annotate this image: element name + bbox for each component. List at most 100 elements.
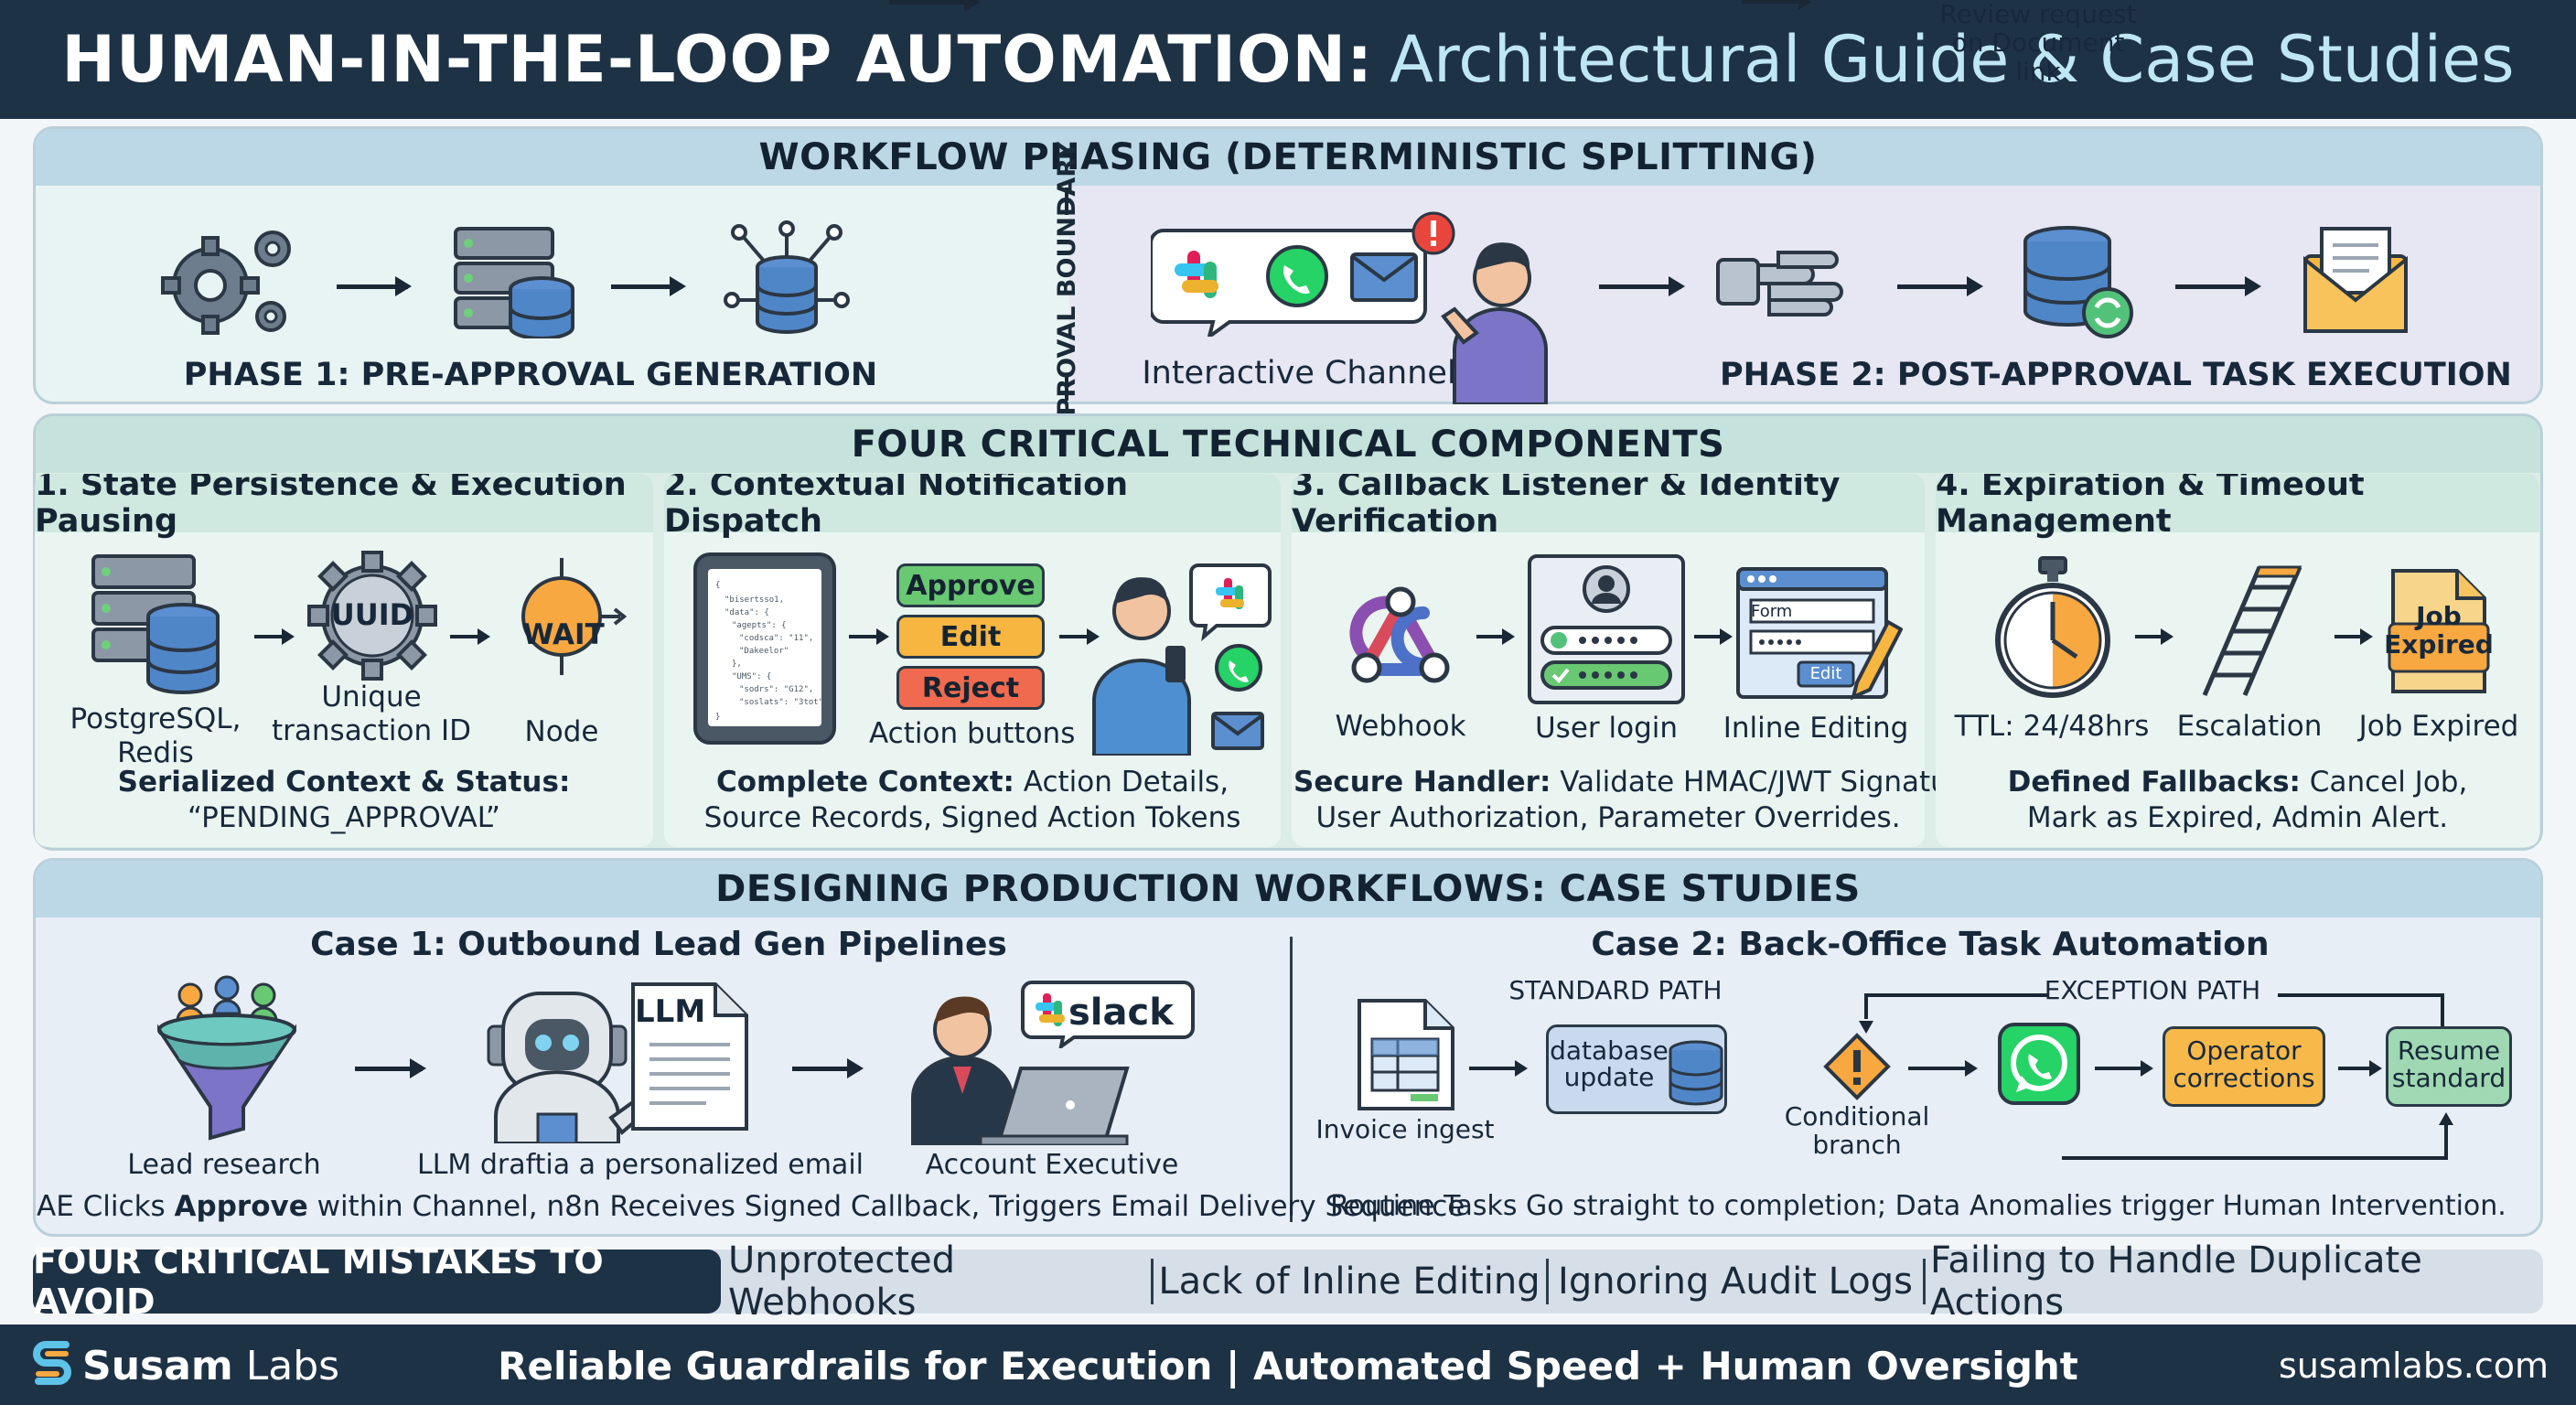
case-divider [1290,937,1293,1222]
phase2-arrow-2 [1897,276,1983,296]
operator-corrections-box [2163,1026,2325,1107]
svg-text:"agepts": {: "agepts": { [732,621,787,630]
cases-panel: DESIGNING PRODUCTION WORKFLOWS: CASE STU… [33,858,2543,1237]
invoice-icon [1358,999,1454,1110]
svg-text:"Dakeelor": "Dakeelor" [739,647,789,656]
case1-title: Case 1: Outbound Lead Gen Pipelines [310,926,1007,963]
component-4-title: 4. Expiration & Timeout Management [1936,474,2539,540]
user-notifications-icon [1092,563,1272,756]
ladder-escalation-icon [2202,565,2302,696]
server-database-icon [91,554,220,694]
c4-arrow-2 [2334,628,2373,645]
svg-text:"codsca": "11",: "codsca": "11", [739,634,813,643]
svg-text:}: } [715,713,720,722]
action-buttons-label: Action buttons [869,717,1076,750]
footer-brand: Susam Labs [82,1342,340,1389]
cases-title: DESIGNING PRODUCTION WORKFLOWS: CASE STU… [36,861,2540,917]
reject-button[interactable]: Reject [896,666,1045,710]
inline-editing-label: Inline Editing [1723,712,1909,745]
account-executive-label: Account Executive [925,1149,1179,1181]
webhook-label: Webhook [1335,710,1466,743]
robot-hand-icon [1716,251,1843,316]
mistakes-title: FOUR CRITICAL MISTAKES TO AVOID [33,1241,721,1322]
approve-button[interactable]: Approve [896,563,1045,607]
slack-bubble-icon [1021,981,1195,1048]
gears-icon [161,231,291,335]
webhook-icon [1349,586,1450,683]
c2-arrow-2 [1059,628,1100,645]
case1-arrow-1 [355,1058,426,1078]
uuid-badge: UUID [330,597,414,632]
edit-button[interactable]: Edit [896,615,1045,659]
wait-node-icon [521,558,628,675]
resume-standard-box [2386,1026,2512,1107]
robot-llm-icon [487,982,748,1143]
database-icon [1669,1040,1723,1106]
svg-text:{: { [715,581,720,590]
c4-arrow-1 [2135,628,2174,645]
phase2-label: PHASE 2: POST-APPROVAL TASK EXECUTION [1720,357,2512,393]
svg-text:},: }, [732,660,742,669]
phase1-arrow-2 [611,276,686,296]
database-network-icon [724,220,850,334]
edit-field-label: Edit [1809,664,1842,683]
case2-arrow-1 [1469,1060,1528,1077]
footer-url[interactable]: susamlabs.com [2279,1346,2549,1386]
header-bar: HUMAN-IN-THE-LOOP AUTOMATION: Architectu… [0,0,2576,119]
c3-arrow-2 [1694,628,1733,645]
phase2-arrow-1 [1599,276,1685,296]
footer-tagline: Reliable Guardrails for Execution | Auto… [498,1343,2078,1389]
phase1-arrow-1 [337,276,412,296]
title-light: Architectural Guide & Case Studies [1390,22,2515,97]
user-phone-icon [1441,242,1548,404]
llm-doc-label: LLM [635,993,706,1030]
component-3-caption: Secure Handler: Validate HMAC/JWT Signat… [1293,766,1986,834]
c1-arrow-1 [254,628,295,645]
uuid-label: Unique transaction ID [272,681,471,747]
components-title: FOUR CRITICAL TECHNICAL COMPONENTS [36,416,2540,473]
susam-logo-icon [33,1341,71,1385]
approval-boundary-label: APPROVAL BOUNDARY [1052,141,1081,454]
case1-caption: AE Clicks Approve within Channel, n8n Re… [37,1190,1465,1223]
svg-text:"bisertsso1,: "bisertsso1, [724,595,784,605]
case2-caption: Routine Tasks Go straight to completion;… [1330,1190,2506,1222]
case2-arrow-2 [1742,0,1811,10]
boundary-line-top [1065,188,1068,215]
mistake-separator [1151,1259,1154,1304]
tablet-code-icon: { "bisertsso1, "data": { "agepts": { "codsc… [693,552,836,745]
case2-title: Case 2: Back-Office Task Automation [1591,926,2270,963]
case2-arrow-4 [2095,1060,2153,1077]
standard-path-label: STANDARD PATH [1508,975,1723,1005]
phase1-arrow-3 [889,0,981,12]
database-sync-icon [2023,226,2133,338]
title-bold: HUMAN-IN-THE-LOOP AUTOMATION: [61,22,1374,97]
svg-text:"data": {: "data": { [724,608,769,617]
case2-arrow-5 [2338,1060,2382,1077]
conditional-branch-label: Conditional branch [1784,1101,1930,1160]
lead-research-label: Lead research [127,1149,321,1181]
phase1-label: PHASE 1: PRE-APPROVAL GENERATION [183,357,878,393]
postgres-redis-label: PostgreSQL, Redis [70,702,242,769]
uuid-gear-icon [307,551,437,681]
component-2-caption: Complete Context: Action Details, Source… [703,766,1241,834]
invoice-label: Invoice ingest [1315,1114,1495,1144]
review-request-label: Review request on Document link [1939,0,2137,87]
exception-path-lines [1859,993,2453,1160]
svg-text:"soslats": "3tot": "soslats": "3tot" [739,698,823,707]
interactive-channel-label: Interactive Channel [1142,355,1456,391]
wait-badge: WAIT [522,618,605,651]
footer-bar [0,1325,2576,1405]
resume-standard-label: Resume standard [2391,1035,2506,1094]
case1-arrow-2 [792,1058,864,1078]
component-1-caption: Serialized Context & Status: “PENDING_AP… [117,766,571,834]
phasing-title: WORKFLOW PHASING (DETERMINISTIC SPLITTIN… [36,129,2540,186]
boundary-line-bottom [1065,375,1068,401]
mistake-separator [1546,1259,1549,1304]
c2-arrow-1 [849,628,889,645]
mistake-lack-inline-editing: Lack of Inline Editing [1158,1260,1540,1303]
expired-document-icon [2388,569,2490,693]
svg-text:"UMS": {: "UMS": { [732,672,771,681]
user-login-label: User login [1534,712,1679,745]
case2-arrow-3 [1908,1060,1978,1077]
svg-text:"sodrs": "G12",: "sodrs": "G12", [739,685,813,694]
